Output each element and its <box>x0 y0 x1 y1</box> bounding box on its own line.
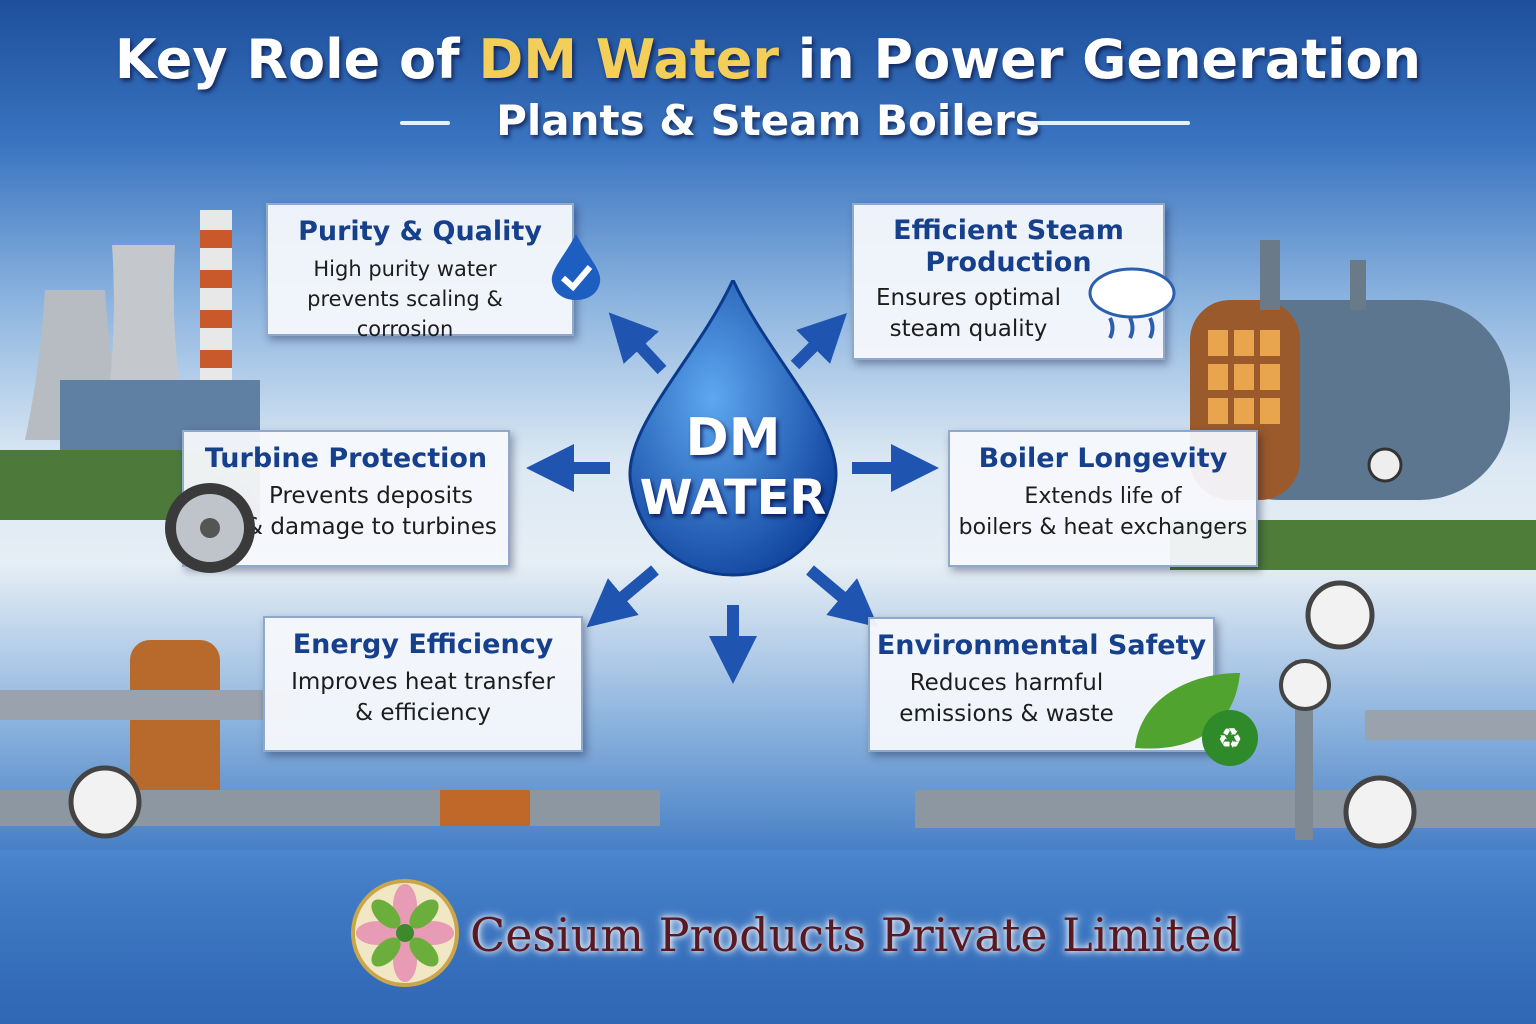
company-name: Cesium Products Private Limited <box>470 908 1241 962</box>
card-text: Reduces harmful <box>909 670 1104 696</box>
arrow-steam <box>790 313 847 370</box>
page-subtitle: Plants & Steam Boilers <box>496 96 1040 145</box>
card-text: Prevents deposits <box>268 483 473 509</box>
page-title: Key Role of DM Water in Power Generation <box>114 28 1422 91</box>
arrow-environment <box>806 565 879 628</box>
card-text: & damage to turbines <box>245 514 497 540</box>
card-title: Energy Efficiency <box>292 629 554 660</box>
leaf-recycle-icon: ♻ <box>1135 673 1258 766</box>
card-text: High purity water <box>313 257 497 281</box>
card-text: boilers & heat exchangers <box>958 515 1248 540</box>
card-title: Production <box>925 247 1092 278</box>
water-drop-icon <box>628 280 838 577</box>
card-title: Purity & Quality <box>298 216 542 247</box>
water-drop-check-icon <box>551 234 601 300</box>
card-text: prevents scaling & corrosion <box>307 287 503 341</box>
card-turbine-protection: Turbine Protection Prevents deposits & da… <box>182 430 510 567</box>
company-logo <box>351 879 459 987</box>
card-text: & efficiency <box>355 700 491 726</box>
card-title: Boiler Longevity <box>978 443 1228 474</box>
card-text: steam quality <box>889 316 1048 342</box>
card-text: emissions & waste <box>899 701 1114 727</box>
subtitle-divider-left <box>400 121 450 125</box>
card-title: Efficient Steam <box>893 215 1124 246</box>
svg-text:♻: ♻ <box>1217 722 1242 755</box>
card-title: Turbine Protection <box>204 443 488 474</box>
arrow-energy <box>586 565 659 628</box>
card-title: Environmental Safety <box>876 630 1207 661</box>
turbine-icon <box>165 483 255 573</box>
subtitle-divider-right <box>1030 121 1190 125</box>
card-text: Extends life of <box>1024 484 1182 509</box>
card-purity-quality: Purity & Quality High purity water preven… <box>266 203 574 341</box>
steam-cloud-icon <box>1088 267 1176 339</box>
arrow-purity <box>608 312 667 375</box>
card-boiler-longevity: Boiler Longevity Extends life of boilers … <box>948 430 1258 567</box>
pipes-left-illustration <box>0 640 660 839</box>
pipes-right-illustration <box>915 580 1536 849</box>
card-text: Improves heat transfer <box>291 669 555 695</box>
center-label-water: WATER <box>639 470 827 526</box>
card-text: Ensures optimal <box>875 285 1062 311</box>
power-plant-illustration <box>0 210 260 520</box>
card-energy-efficiency: Energy Efficiency Improves heat transfer… <box>263 616 583 752</box>
water-background <box>0 850 1536 1024</box>
center-label-dm: DM <box>685 408 781 468</box>
